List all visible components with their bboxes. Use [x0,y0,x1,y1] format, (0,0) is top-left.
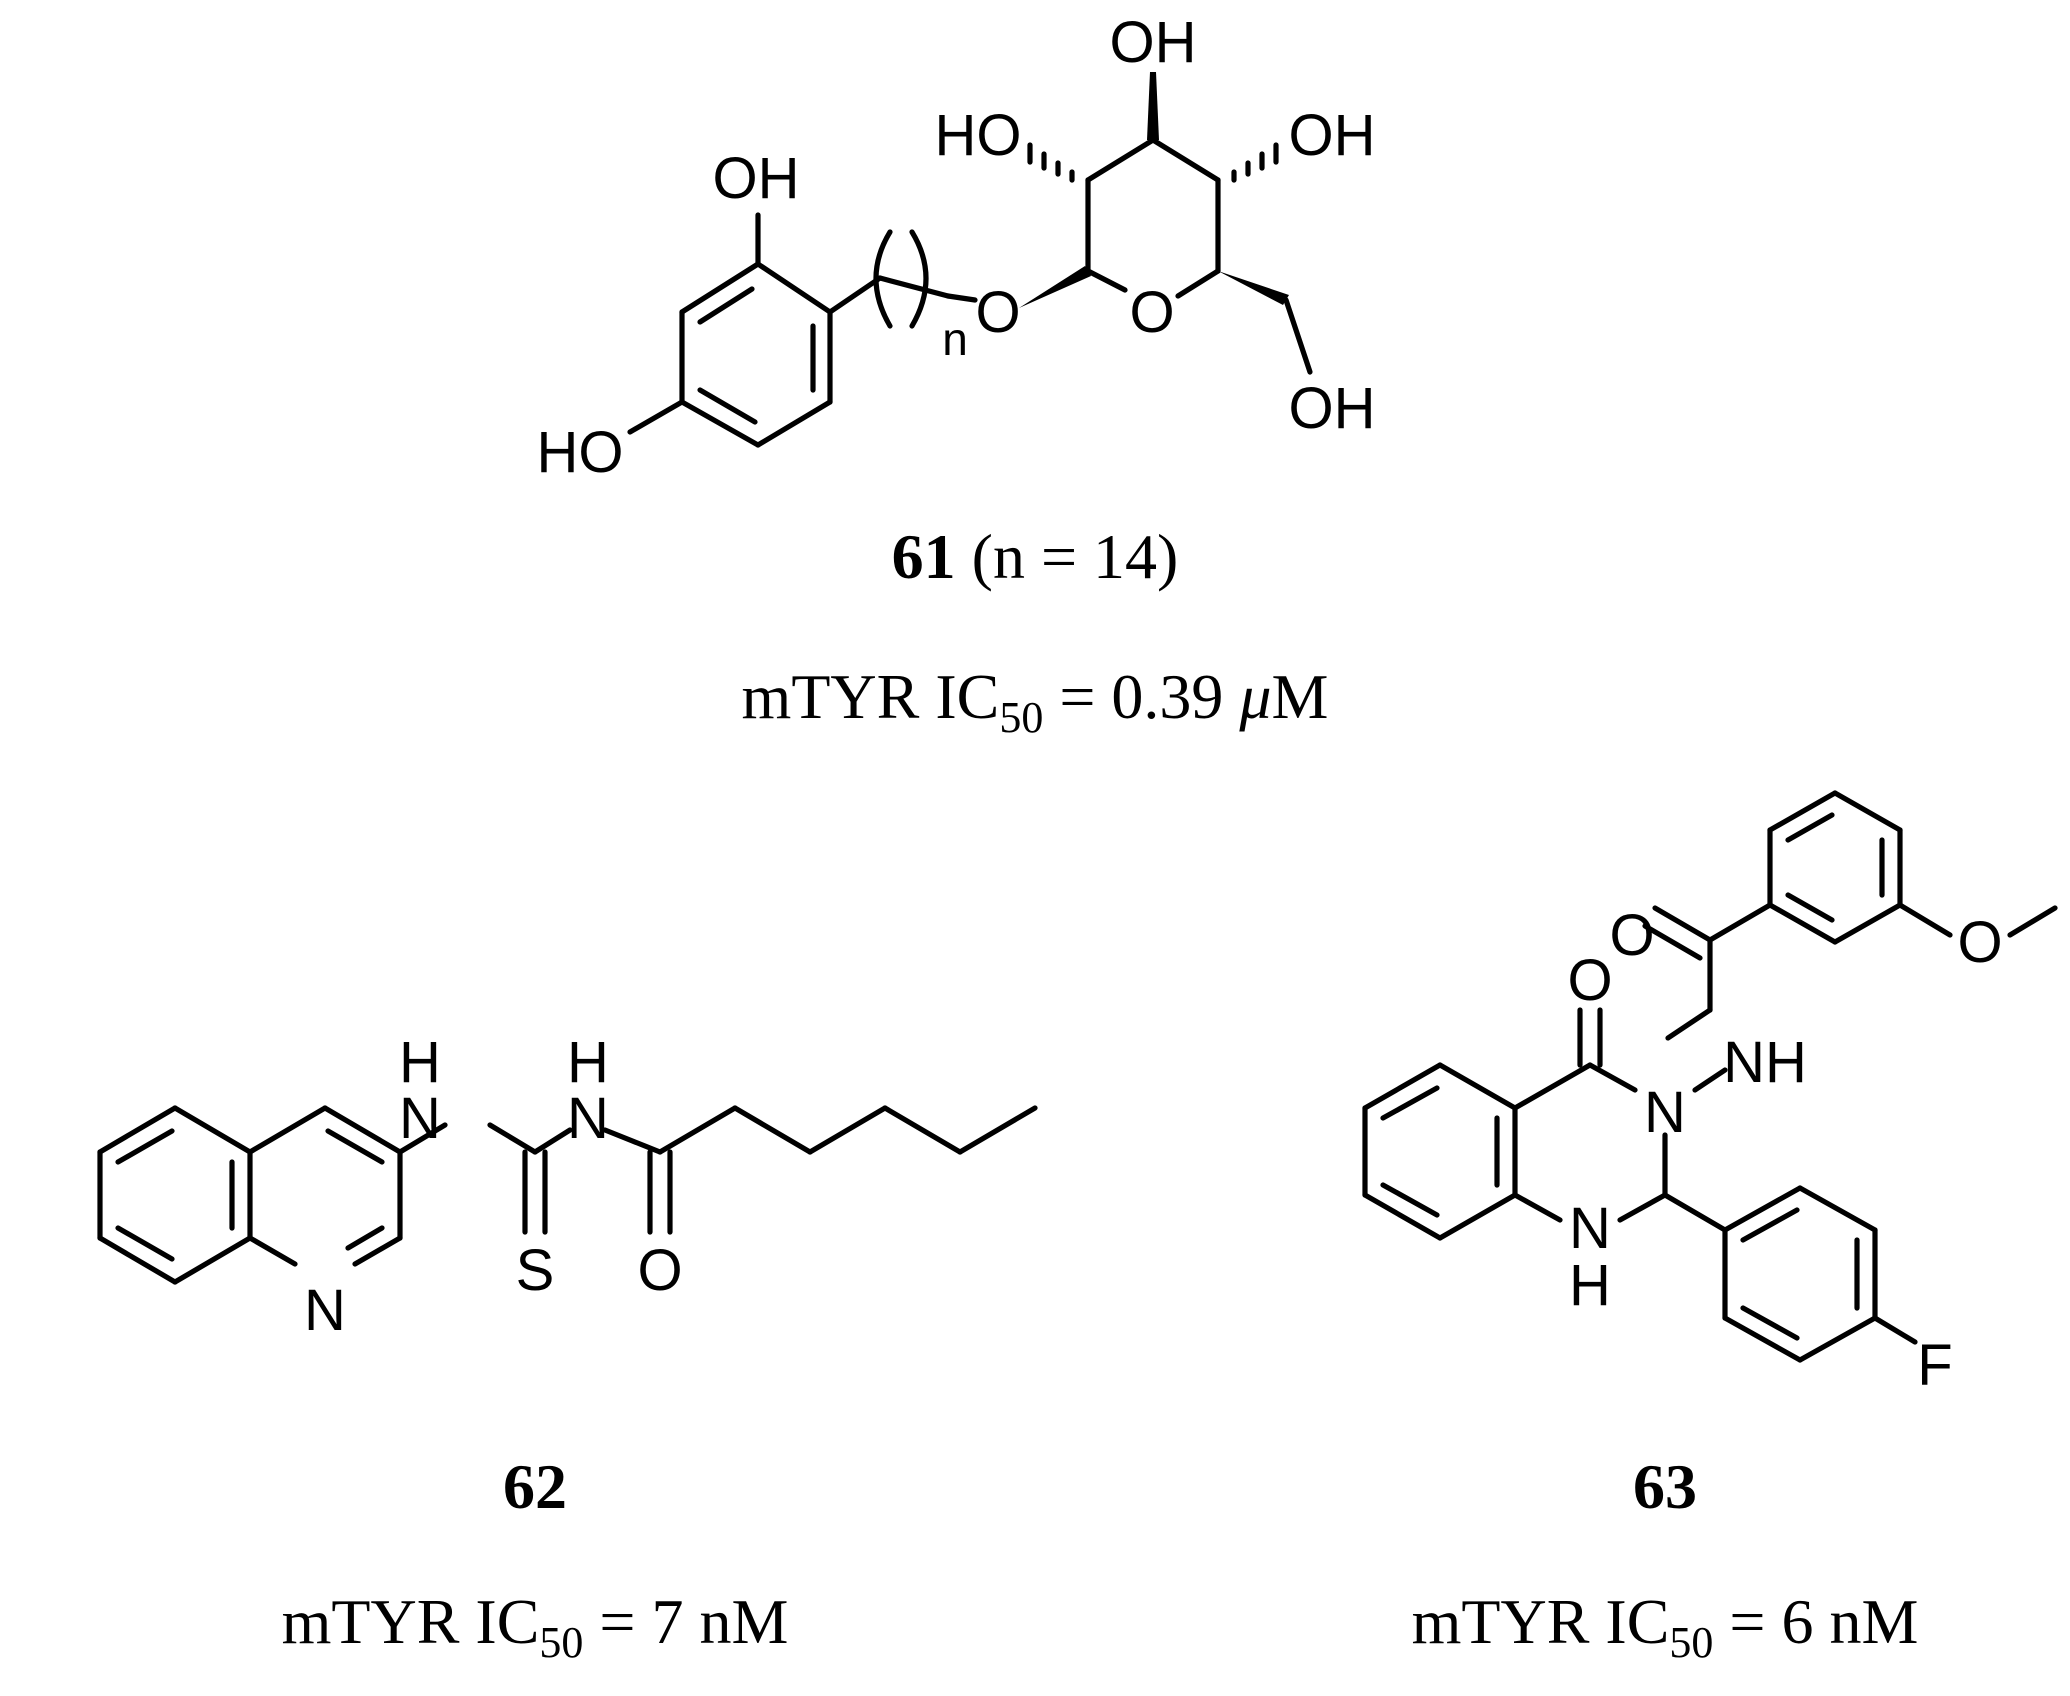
atom-label: O [1609,903,1654,968]
compound-63-activity: mTYR IC50 = 6 nM [1315,1585,2015,1665]
compound-62-structure [97,1105,1038,1285]
assay-label: mTYR IC [1411,1586,1670,1657]
assay-subscript: 50 [999,693,1044,742]
atom-label: NH [1723,1030,1807,1095]
relation: = [1059,661,1096,732]
atom-label: O [1957,910,2002,975]
activity-unit: nM [699,1586,789,1657]
activity-unit: nM [1829,1586,1919,1657]
compound-63-atom-labels: O O N NH N H F O [1567,903,2002,1398]
atom-label: S [516,1238,555,1303]
atom-label: O [1129,280,1174,345]
atom-label: N [304,1278,346,1343]
atom-label: N [1569,1196,1611,1261]
atom-label: N [399,1086,441,1151]
atom-label: H [399,1030,441,1095]
atom-label: O [637,1238,682,1303]
atom-label: HO [935,103,1022,168]
atom-label: OH [1110,10,1197,75]
activity-value: 6 [1781,1586,1814,1657]
assay-subscript: 50 [539,1618,584,1667]
assay-subscript: 50 [1669,1618,1714,1667]
atom-label: n [942,313,968,365]
compound-61-id: 61 [891,521,956,592]
atom-label: OH [713,146,800,211]
assay-label: mTYR IC [741,661,1000,732]
atom-label: N [567,1086,609,1151]
assay-label: mTYR IC [281,1586,540,1657]
atom-label: H [1569,1253,1611,1318]
activity-value: 7 [651,1586,684,1657]
activity-value: 0.39 [1111,661,1224,732]
compound-63-id: 63 [1633,1451,1697,1522]
compound-62-name: 62 [435,1450,635,1524]
compound-61-activity: mTYR IC50 = 0.39 μM [635,660,1435,740]
atom-label: N [1644,1080,1686,1145]
compound-62-id: 62 [503,1451,567,1522]
compound-61-atom-labels: OH HO OH HO O O OH n OH [537,10,1376,485]
compound-62-activity: mTYR IC50 = 7 nM [185,1585,885,1665]
atom-label: F [1917,1333,1952,1398]
atom-label: OH [1289,103,1376,168]
compound-63-structure [1362,790,2058,1363]
compound-63-name: 63 [1565,1450,1765,1524]
relation: = [599,1586,636,1657]
atom-label: H [567,1030,609,1095]
unit-prefix: μ [1239,661,1272,732]
atom-label: O [1567,948,1612,1013]
unit-base: M [1271,661,1329,732]
atom-label: O [975,280,1020,345]
compound-61-condition: (n = 14) [971,521,1179,592]
atom-label: OH [1289,376,1376,441]
compound-61-structure [627,72,1313,448]
relation: = [1729,1586,1766,1657]
atom-label: HO [537,420,624,485]
compound-61-name: 61 (n = 14) [785,520,1285,594]
compound-62-atom-labels: H N H N S O N [304,1030,683,1343]
